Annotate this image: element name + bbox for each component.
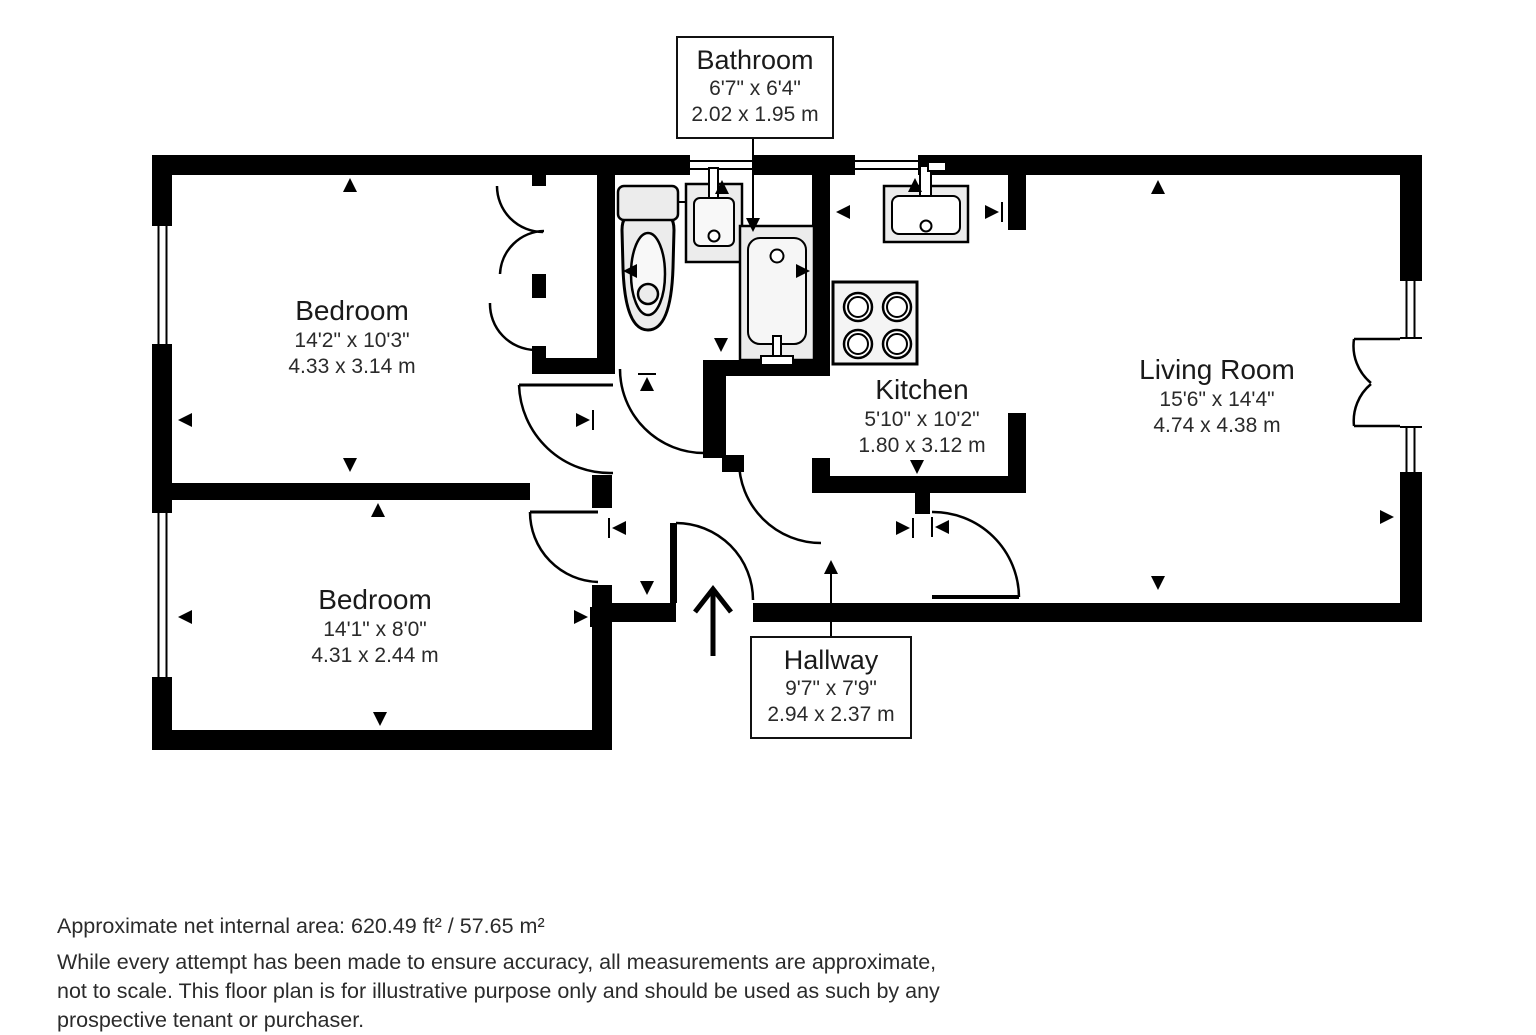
window-bedroom-top (152, 224, 172, 346)
doors (488, 185, 1400, 601)
room-dims-imperial: 5'10" x 10'2" (864, 408, 980, 432)
windows (152, 160, 1422, 679)
room-label-kitchen: Kitchen 5'10" x 10'2" 1.80 x 3.12 m (812, 373, 1032, 459)
room-name: Bedroom (295, 295, 409, 326)
door-arc-bathroom (618, 368, 705, 455)
room-name: Kitchen (875, 374, 969, 405)
hob-icon (831, 280, 919, 366)
room-label-bedroom-top: Bedroom 14'2" x 10'3" 4.33 x 3.14 m (222, 294, 482, 380)
callout-hallway: Hallway 9'7" x 7'9" 2.94 x 2.37 m (750, 636, 912, 740)
bathroom-leader-arrow (746, 218, 760, 232)
window-bedroom-bottom (152, 511, 172, 679)
window-kitchen (855, 160, 918, 170)
closet-door-arcs (488, 185, 545, 352)
disclaimer-line-1: While every attempt has been made to ens… (57, 950, 937, 974)
measurement-arrows (178, 178, 1394, 726)
entry-arrow-icon (693, 584, 733, 656)
disclaimer-line-2: not to scale. This floor plan is for ill… (57, 979, 940, 1003)
footer: Approximate net internal area: 620.49 ft… (57, 914, 997, 1035)
wash-basin-icon (684, 167, 744, 264)
hallway-leader-arrow (824, 560, 838, 574)
walls (152, 155, 1422, 750)
room-label-living-room: Living Room 15'6" x 14'4" 4.74 x 4.38 m (1087, 353, 1347, 439)
room-dims-metric: 4.31 x 2.44 m (311, 644, 439, 668)
room-dims-imperial: 15'6" x 14'4" (1159, 388, 1275, 412)
french-door-leaves (1354, 337, 1400, 428)
room-dims-imperial: 9'7" x 7'9" (785, 677, 877, 700)
measurement-ticks (590, 202, 1003, 627)
room-dims-metric: 2.94 x 2.37 m (767, 703, 895, 727)
kitchen-sink-icon (882, 161, 970, 244)
callout-leaders (746, 136, 838, 638)
room-dims-imperial: 6'7" x 6'4" (709, 77, 801, 100)
window-living-lower (1400, 426, 1422, 474)
room-dims-imperial: 14'2" x 10'3" (294, 329, 410, 353)
room-dims-imperial: 14'1" x 8'0" (323, 618, 427, 642)
room-name: Hallway (783, 645, 879, 675)
window-living-upper (1400, 279, 1422, 339)
room-name: Bathroom (696, 45, 814, 75)
room-dims-metric: 4.33 x 3.14 m (288, 355, 416, 379)
room-dims-metric: 1.80 x 3.12 m (858, 434, 986, 458)
door-arc-entrance (675, 521, 755, 601)
disclaimer-line-3: prospective tenant or purchaser. (57, 1008, 365, 1032)
window-bathroom (690, 160, 753, 170)
net-internal-area: Approximate net internal area: 620.49 ft… (57, 914, 545, 938)
room-name: Bedroom (318, 584, 432, 615)
door-arc-kitchen (737, 460, 822, 545)
bathtub-icon (738, 224, 816, 366)
french-door-arcs (1352, 338, 1372, 427)
door-arc-bedroom-top (517, 384, 614, 475)
room-name: Living Room (1139, 354, 1295, 385)
room-dims-metric: 4.74 x 4.38 m (1153, 414, 1281, 438)
room-label-bedroom-bottom: Bedroom 14'1" x 8'0" 4.31 x 2.44 m (245, 583, 505, 669)
toilet-icon (616, 184, 687, 332)
fixtures (616, 161, 970, 366)
door-arc-bedroom-bottom (528, 511, 599, 584)
door-arc-living (931, 510, 1021, 598)
callout-bathroom: Bathroom 6'7" x 6'4" 2.02 x 1.95 m (676, 36, 834, 140)
room-dims-metric: 2.02 x 1.95 m (691, 103, 819, 127)
